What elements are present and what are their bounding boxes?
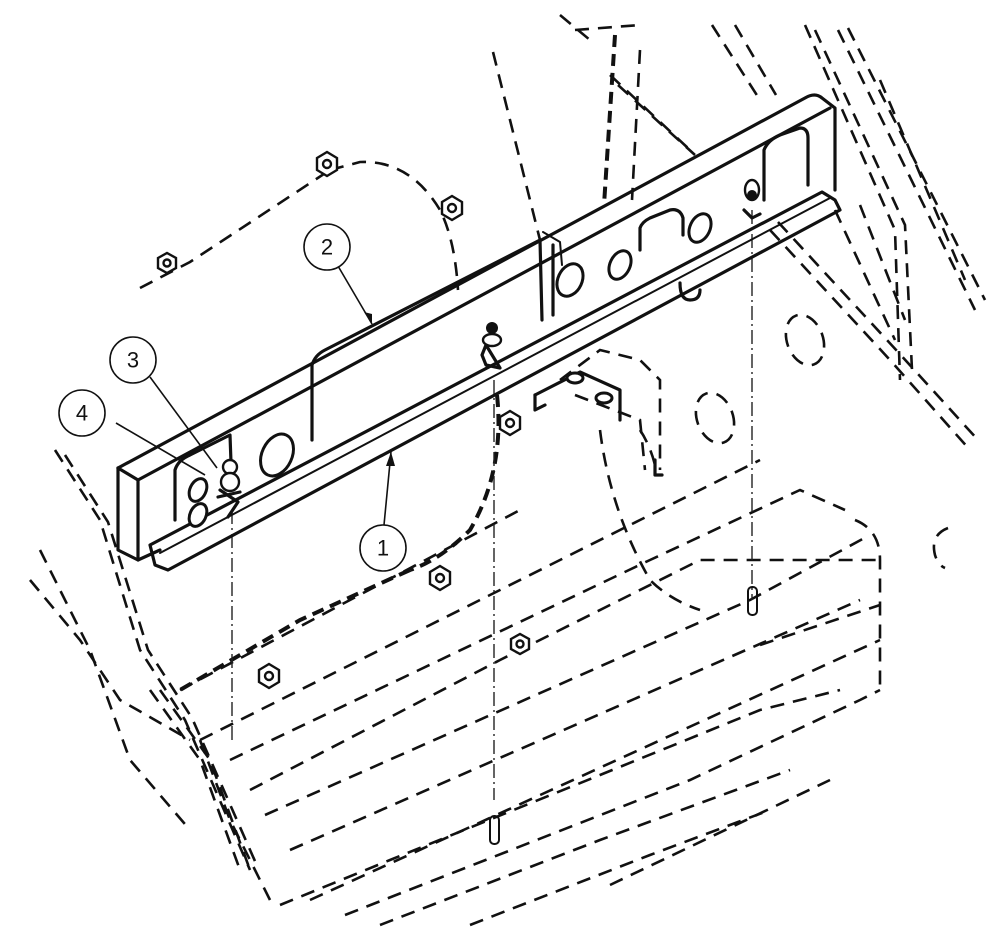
studs: [489, 586, 758, 845]
hidden-structure: [29, 14, 987, 927]
support-bracket: [533, 370, 664, 477]
bracket-fasteners: [216, 178, 762, 519]
assembly-centerlines: [231, 210, 753, 800]
callout-leaders: [115, 265, 395, 526]
hex-nuts: [156, 150, 531, 690]
bracket-rail: [116, 93, 842, 572]
